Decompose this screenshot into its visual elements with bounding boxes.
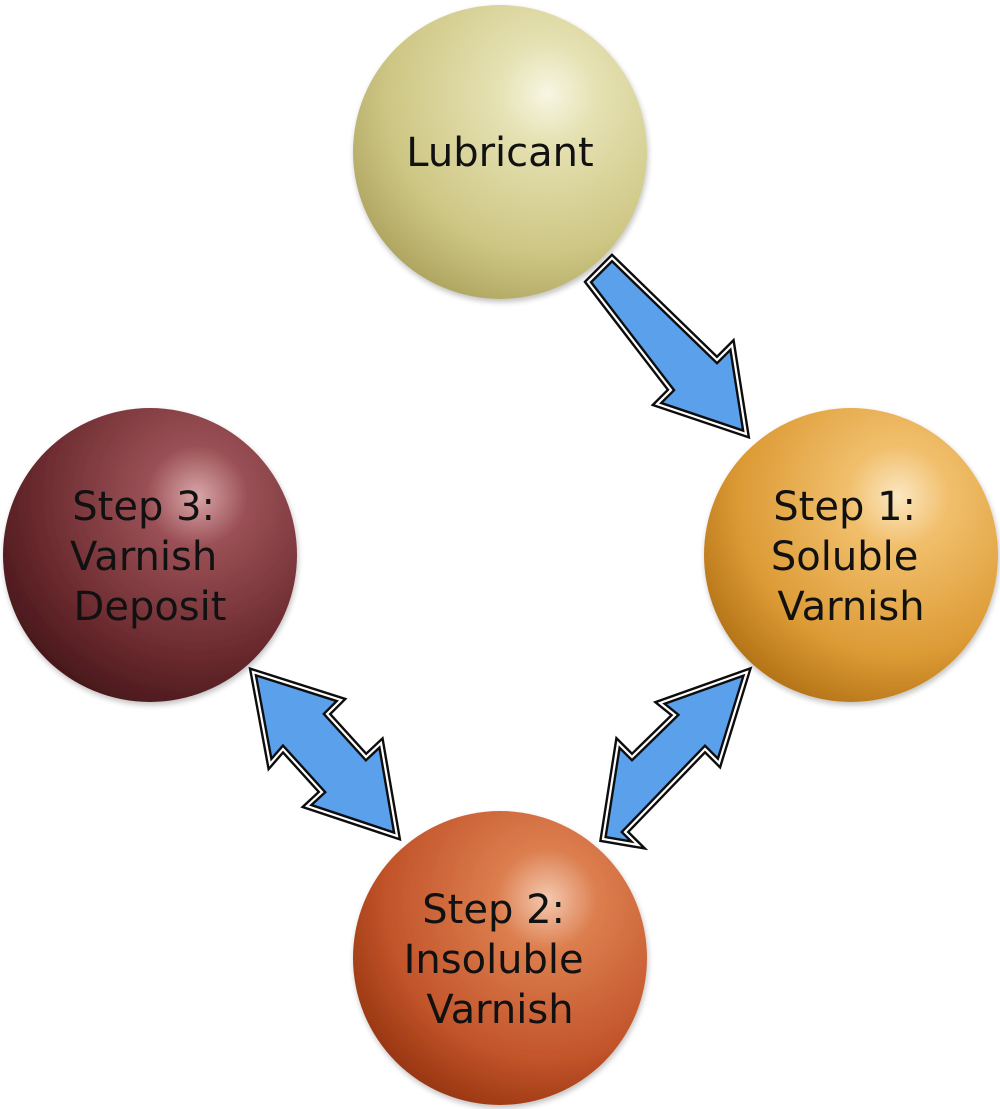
step2-label: Step 2: Insoluble Varnish — [404, 887, 597, 1033]
node-step3: Step 3: Varnish Deposit — [3, 408, 297, 702]
step1-sphere — [704, 408, 998, 702]
node-lubricant: Lubricant — [353, 5, 647, 299]
step3-sphere — [3, 408, 297, 702]
step2-sphere — [353, 811, 647, 1105]
arrow-step2-step3 — [248, 666, 402, 842]
node-step2: Step 2: Insoluble Varnish — [353, 811, 647, 1105]
lubricant-sphere — [353, 5, 647, 299]
step1-label: Step 1: Soluble Varnish — [771, 484, 931, 630]
arrow-lubricant-to-step1 — [583, 253, 751, 440]
arrow-step1-step2 — [599, 666, 753, 851]
node-step1: Step 1: Soluble Varnish — [704, 408, 998, 702]
step3-label: Step 3: Varnish Deposit — [70, 484, 230, 630]
lubricant-label: Lubricant — [406, 130, 593, 176]
